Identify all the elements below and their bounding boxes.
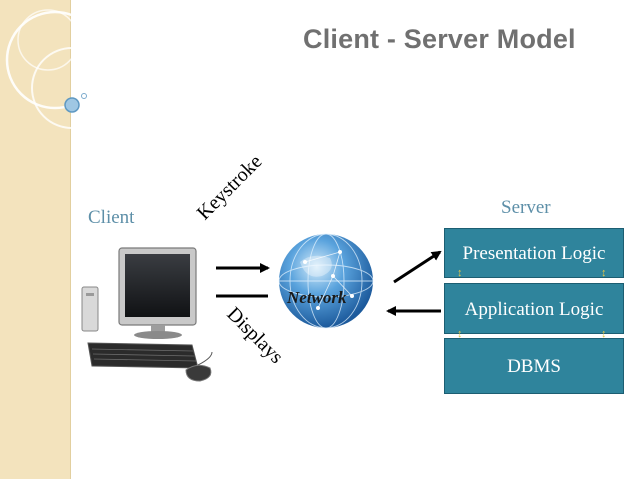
tier-connector-arrow-icon: ↕ — [457, 267, 463, 279]
decorative-swirl — [5, 9, 110, 129]
tier-connector-arrow-icon: ↕ — [457, 328, 463, 340]
tier-connector-arrow-icon: ↕ — [601, 267, 607, 279]
desktop-computer-icon — [81, 247, 213, 382]
server-label: Server — [501, 197, 551, 218]
network-label: Network — [287, 288, 347, 307]
globe-icon — [278, 233, 374, 329]
slide-title: Client - Server Model — [303, 24, 576, 54]
application-logic-box: Application Logic — [444, 283, 624, 334]
tier-connector-arrow-icon: ↕ — [601, 328, 607, 340]
request-to-server-arrow — [393, 250, 442, 284]
presentation-logic-box: Presentation Logic — [444, 228, 624, 278]
dbms-box: DBMS — [444, 338, 624, 394]
client-label: Client — [88, 207, 135, 228]
